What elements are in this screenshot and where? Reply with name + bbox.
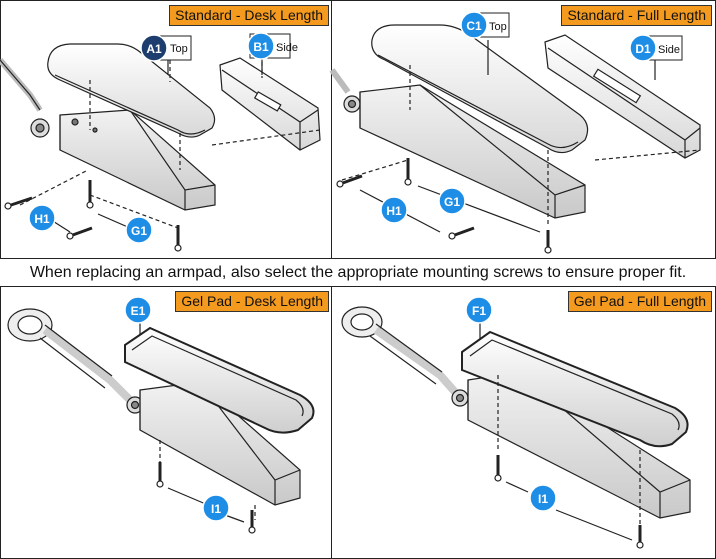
callout-b1-view: Side [276,42,298,54]
callout-h1-left: H1 [28,204,56,232]
callout-g1-right-code: G1 [444,195,460,209]
callout-b1: B1 Side [247,32,298,60]
callout-i1-left: I1 [202,494,230,522]
callout-g1-left-code: G1 [131,224,147,238]
callout-a1-code: A1 [146,42,162,56]
callout-i1-right: I1 [529,484,557,512]
callout-a1-dot [140,34,168,62]
callout-e1: E1 [124,296,152,324]
gel-desk-art [7,308,315,534]
callout-c1-view: Top [489,21,507,33]
callout-c1-code: C1 [466,19,482,33]
callout-h1-right-code: H1 [386,204,402,218]
standard-full-art [329,24,701,254]
callout-a1: A1 Top [140,34,192,62]
callout-d1: D1 Side [629,34,683,62]
callout-h1-right: H1 [380,196,408,224]
callout-d1-view: Side [658,44,680,56]
callout-e1-code: E1 [131,304,146,318]
standard-desk-art [0,43,321,252]
panel-title-gel-full: Gel Pad - Full Length [567,291,712,312]
callout-h1-left-code: H1 [34,212,50,226]
panel-title-standard-desk: Standard - Desk Length [169,5,329,26]
callout-f1-code: F1 [472,304,486,318]
callout-f1: F1 [465,296,493,324]
callout-a1-view: Top [170,43,188,55]
gel-full-art [341,306,691,549]
panel-title-standard-full: Standard - Full Length [561,5,712,26]
callout-c1: C1 Top [460,11,510,39]
callout-i1-right-code: I1 [538,492,548,506]
callout-i1-left-code: I1 [211,502,221,516]
callout-g1-right: G1 [438,187,466,215]
replacement-note: When replacing an armpad, also select th… [29,264,687,281]
callout-b1-code: B1 [253,40,269,54]
callout-d1-code: D1 [635,42,651,56]
panel-title-gel-desk: Gel Pad - Desk Length [175,291,329,312]
callout-g1-left: G1 [125,216,153,244]
